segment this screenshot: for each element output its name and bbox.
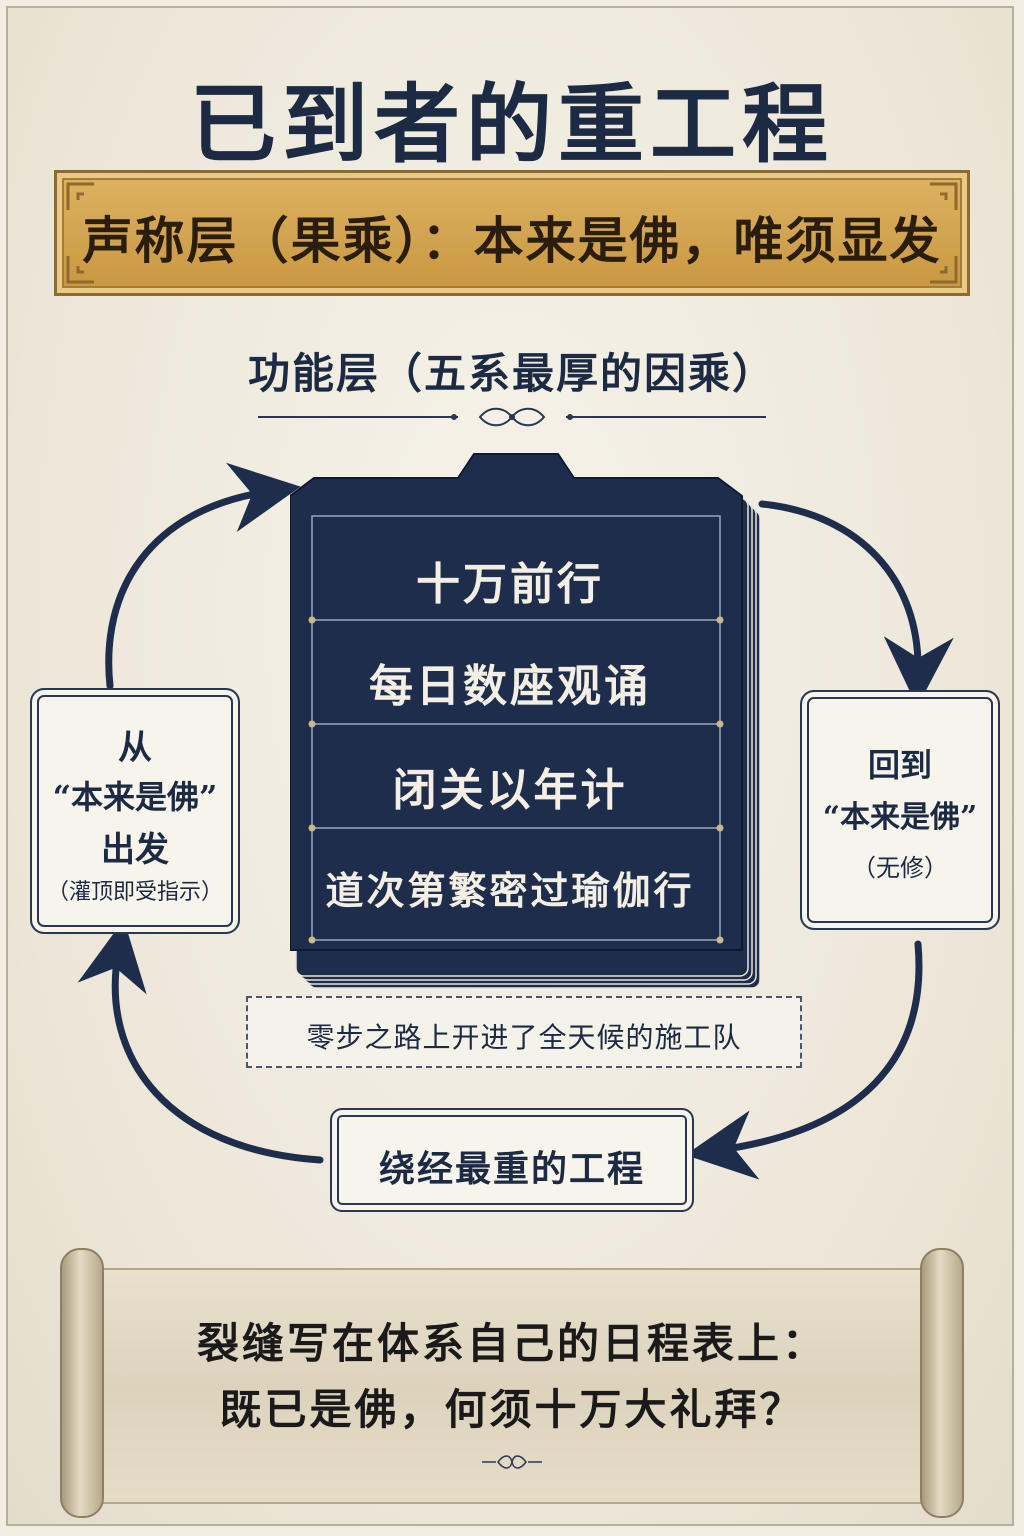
- start-line-3: 出发: [101, 830, 169, 870]
- conclusion-line-2: 既已是佛，何须十万大礼拜？: [219, 1385, 805, 1434]
- return-line-3: （无修）: [852, 854, 948, 882]
- practices-tablet: [290, 453, 760, 989]
- banner-corner-ornaments: [66, 182, 958, 284]
- return-line-1: 回到: [867, 746, 932, 784]
- scroll-rod-left: [60, 1248, 104, 1518]
- practice-item-2: 每日数座观诵: [369, 661, 651, 712]
- conclusion-line-1: 裂缝写在体系自己的日程表上：: [196, 1319, 827, 1368]
- page-title: 已到者的重工程: [190, 74, 834, 175]
- ornamental-divider: [258, 407, 766, 427]
- claim-layer-text: 声称层（果乘）：本来是佛，唯须显发: [82, 211, 942, 270]
- practices-stack: 十万前行 每日数座观诵 闭关以年计 道次第繁密过瑜伽行: [290, 450, 760, 990]
- start-line-1: 从: [118, 728, 152, 768]
- conclusion-scroll: 裂缝写在体系自己的日程表上： 既已是佛，何须十万大礼拜？: [60, 1248, 964, 1518]
- functional-layer-title: 功能层（五系最厚的因乘）: [247, 349, 776, 398]
- start-line-2: “本来是佛”: [52, 778, 218, 816]
- detour-box: 绕经最重的工程: [330, 1108, 694, 1212]
- scroll-paper: [100, 1268, 924, 1504]
- scroll-ornament: [482, 1455, 542, 1469]
- return-point-box: 回到 “本来是佛” （无修）: [800, 690, 1000, 930]
- practice-item-3: 闭关以年计: [392, 765, 628, 816]
- return-line-2: “本来是佛”: [822, 800, 978, 835]
- detour-text: 绕经最重的工程: [378, 1148, 645, 1190]
- note-text: 零步之路上开进了全天候的施工队: [306, 1021, 742, 1054]
- construction-crew-note: 零步之路上开进了全天候的施工队: [246, 996, 802, 1068]
- scroll-rod-right: [920, 1248, 964, 1518]
- start-line-4: （灌顶即受指示）: [46, 880, 223, 905]
- practice-item-1: 十万前行: [416, 559, 604, 610]
- practice-item-4: 道次第繁密过瑜伽行: [325, 868, 695, 913]
- claim-layer-banner: 声称层（果乘）：本来是佛，唯须显发: [54, 170, 970, 296]
- start-point-box: 从 “本来是佛” 出发 （灌顶即受指示）: [30, 688, 240, 934]
